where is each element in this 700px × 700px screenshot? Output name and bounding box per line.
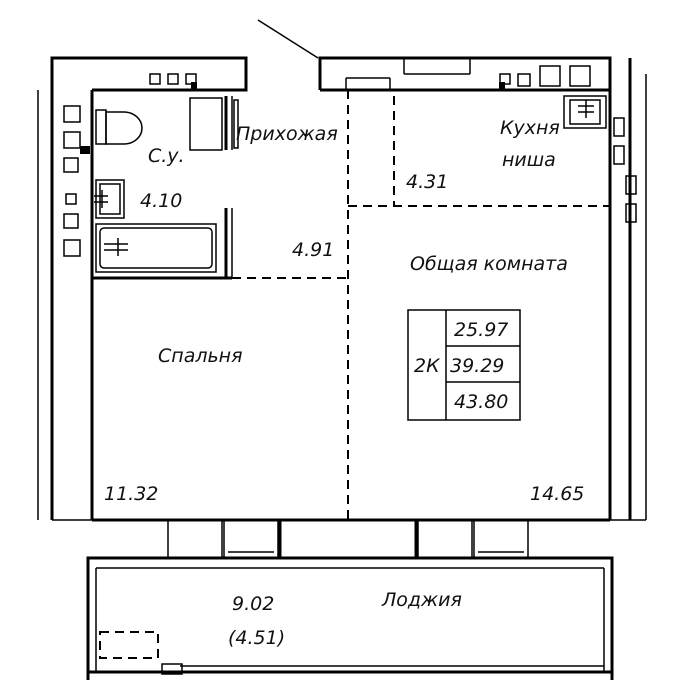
wall-vents (63, 65, 637, 257)
total-area: 39.29 (450, 355, 504, 377)
kitchen-label-line1: Кухня (500, 117, 560, 139)
washer-icon (189, 97, 223, 151)
loggia-area-reduced: (4.51) (228, 627, 285, 649)
loggia-label: Лоджия (381, 589, 462, 611)
total-with-loggia: 43.80 (454, 391, 508, 413)
living-area-total: 25.97 (454, 319, 508, 341)
living-room-area: 14.65 (530, 483, 584, 505)
kitchen-area: 4.31 (406, 171, 448, 193)
bathroom-area: 4.10 (140, 190, 182, 212)
loggia-area: 9.02 (232, 593, 274, 615)
living-room-label: Общая комната (410, 253, 568, 275)
outer-walls (37, 56, 647, 522)
bedroom-label: Спальня (158, 345, 243, 367)
toilet-icon (95, 109, 143, 145)
hallway-door-icon (233, 99, 239, 149)
bedroom-area: 11.32 (104, 483, 158, 505)
apartment-type: 2К (414, 355, 441, 377)
loggia-wall (167, 518, 529, 560)
kitchen-sink-icon (563, 95, 607, 129)
bathtub-icon (95, 223, 217, 273)
summary-box (407, 309, 521, 421)
hallway-label: Прихожая (236, 123, 338, 145)
loggia-outline (86, 556, 614, 680)
bathroom-label: С.у. (148, 145, 185, 167)
interior-walls (92, 96, 233, 280)
hallway-area: 4.91 (292, 239, 334, 261)
sink-icon (94, 179, 125, 219)
kitchen-label-line2: ниша (502, 149, 556, 171)
entrance-pointer-line (257, 19, 319, 59)
loggia-dashed-box (99, 631, 159, 659)
zone-borders (232, 90, 610, 520)
